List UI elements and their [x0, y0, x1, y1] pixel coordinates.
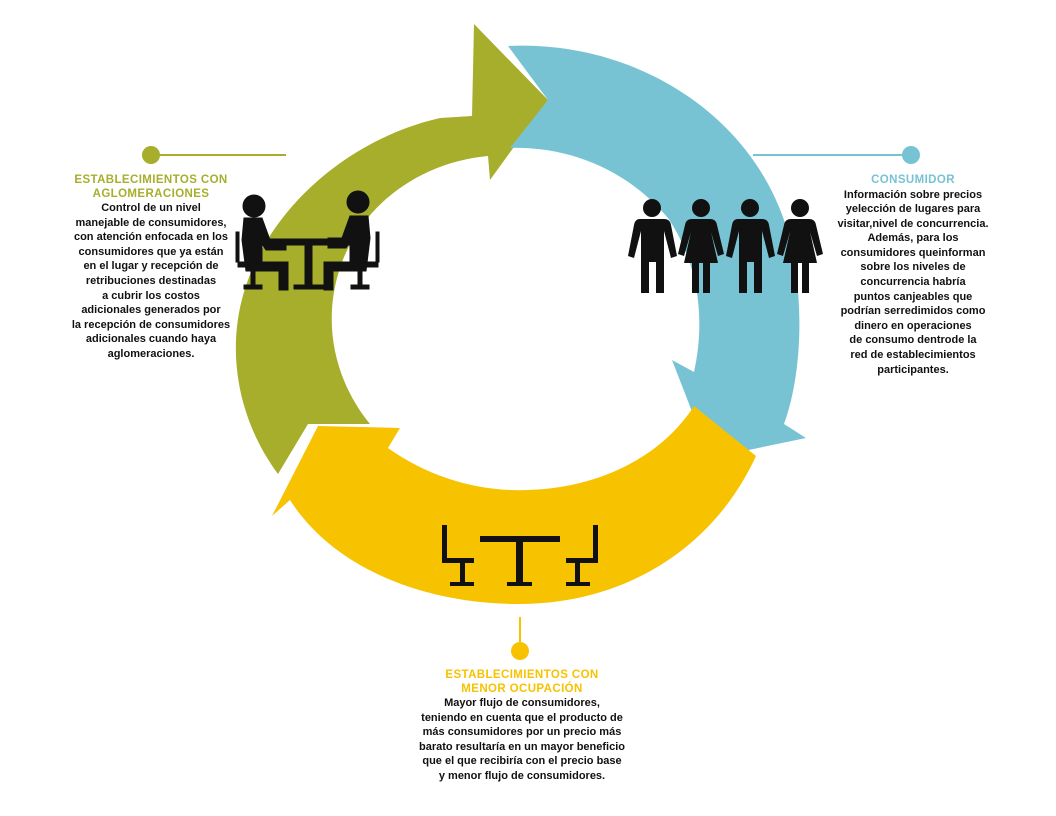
right-section-description: Información sobre precios yelección de l…	[837, 188, 989, 376]
group-of-people-icon	[628, 199, 823, 293]
bottom-section-description: Mayor flujo de consumidores, teniendo en…	[418, 697, 625, 782]
left-section-title: ESTABLECIMIENTOS CON AGLOMERACIONES	[74, 174, 228, 200]
left-connector-dot	[142, 146, 160, 164]
left-text-block: ESTABLECIMIENTOS CON AGLOMERACIONES Cont…	[66, 174, 236, 362]
right-text-block: CONSUMIDOR Información sobre precios yel…	[832, 174, 994, 377]
green-arrow-segment	[235, 24, 549, 474]
bottom-connector-dot	[511, 642, 529, 660]
yellow-arrow-segment	[272, 406, 756, 604]
bottom-section-title: ESTABLECIMIENTOS CON MENOR OCUPACIÓN	[445, 669, 599, 695]
right-section-title: CONSUMIDOR	[871, 174, 955, 186]
blue-arrow-segment	[508, 45, 806, 458]
people-at-table-icon	[235, 190, 380, 291]
empty-table-icon	[442, 525, 598, 586]
left-section-description: Control de un nivel manejable de consumi…	[71, 202, 231, 360]
right-connector-dot	[902, 146, 920, 164]
bottom-text-block: ESTABLECIMIENTOS CON MENOR OCUPACIÓN May…	[400, 669, 644, 784]
